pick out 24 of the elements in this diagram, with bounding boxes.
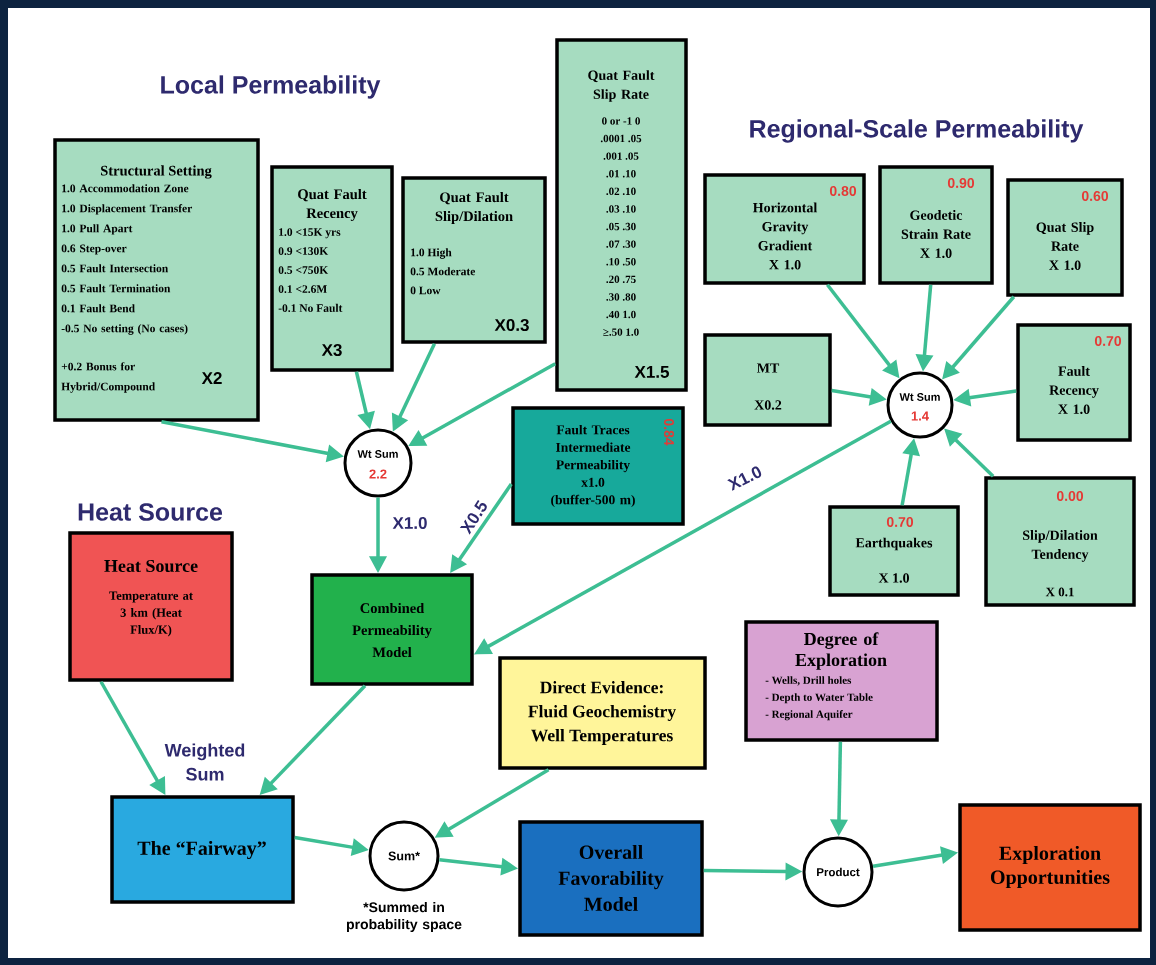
annotation-text: Weighted Sum (164, 743, 245, 781)
parameter-box: 0.70 Fault Recency X 1.0 (1016, 323, 1132, 442)
parameter-box: 0.60 Quat Slip Rate X 1.0 (1006, 178, 1124, 297)
parameter-box: 0.90 Geodetic Strain Rate X 1.0 (878, 165, 994, 285)
parameter-box: 0.70 Earthquakes X 1.0 (828, 505, 960, 597)
parameter-box: MT X0.2 (703, 333, 832, 427)
result-box: Exploration Opportunities (958, 803, 1142, 932)
model-box: Combined Permeability Model (310, 573, 474, 686)
parameter-box: 0.00 Slip/Dilation Tendency X 0.1 (984, 476, 1136, 607)
input-box: Heat Source Temperature at 3 km (Heat Flux/K) (68, 531, 234, 682)
input-box: Direct Evidence: Fluid Geochemistry Well Temperatures (498, 656, 707, 770)
section-heading: Regional-Scale Permeability (750, 119, 1084, 143)
edge-label: X1.0 (725, 463, 765, 493)
model-box: The “Fairway” (110, 795, 295, 904)
parameter-box: Structural Setting 1.0 Accommodation Zone 1.0 Displacement Transfer 1.0 Pull Apart 0.6 Step-over 0.5 Fault Intersection 0.5 Fault Termination 0.1 Fault Bend -0.5 No setting (No cases) +0.2 Bonus for Hybrid/Compound X2 (53, 138, 260, 422)
parameter-box: Fault Traces Intermediate Permeability x1.0 (buffer-500 m) 0.84 (511, 406, 685, 526)
parameter-box: Quat Fault Slip/Dilation 1.0 High 0.5 Moderate 0 Low X0.3 (401, 176, 547, 344)
input-box: Degree of Exploration - Wells, Drill holes - Depth to Water Table - Regional Aquifer (744, 620, 939, 742)
parameter-box: 0.80 Horizontal Gravity Gradient X 1.0 (703, 173, 866, 285)
model-box: Overall Favorability Model (518, 820, 704, 937)
section-heading: Local Permeability (161, 75, 381, 99)
footnote-text: *Summed in probability space (346, 901, 462, 932)
parameter-box: Quat Fault Recency 1.0 <15K yrs 0.9 <130K 0.5 <750K 0.1 <2.6M -0.1 No Fault X3 (270, 165, 394, 372)
parameter-box: Quat Fault Slip Rate 0 or -1 0 .0001 .05 .001 .05 .01 .10 .02 .10 .03 .10 .05 .30 .07 .30 .10 .50 .20 .75 .30 .80 .40 1.0 ≥.50 1.0 X1.5 (555, 38, 688, 392)
